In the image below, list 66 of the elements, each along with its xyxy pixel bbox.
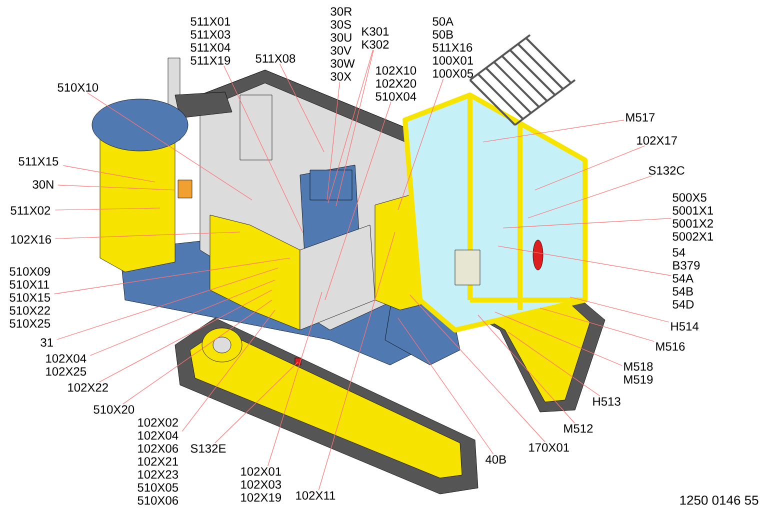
leader-line xyxy=(398,78,444,210)
callout-label: 102X11 xyxy=(296,491,336,500)
leader-line xyxy=(498,246,672,276)
callout-label: H513 xyxy=(593,397,620,406)
leader-line xyxy=(528,176,652,218)
callout-label: 102X10 102X20 510X04 xyxy=(376,66,416,101)
leader-line xyxy=(318,232,396,490)
leader-line xyxy=(214,362,298,444)
callout-label: 54 B379 54A 54B 54D xyxy=(672,248,700,309)
leader-line xyxy=(99,290,272,382)
callout-label: 511X08 xyxy=(256,54,296,63)
leader-line xyxy=(62,165,156,182)
drawing-number: 1250 0146 55 xyxy=(680,496,758,505)
leader-line xyxy=(336,50,374,206)
callout-label: 500X5 5001X1 5001X2 5002X1 xyxy=(672,193,713,241)
callout-label: 40B xyxy=(486,455,506,464)
callout-label: 510X20 xyxy=(94,405,134,414)
leader-line xyxy=(398,318,494,454)
leader-line xyxy=(508,332,600,396)
callout-label: K301 K302 xyxy=(362,27,389,49)
leader-line xyxy=(87,92,252,200)
callout-label: 102X17 xyxy=(637,136,677,145)
callout-label: M518 M519 xyxy=(624,362,653,384)
leader-line xyxy=(182,310,276,432)
callout-label: 511X01 511X03 511X04 511X19 xyxy=(190,17,230,65)
callout-label: 30R 30S 30U 30V 30W 30X xyxy=(330,7,355,81)
callout-label: 50A 50B 511X16 100X01 100X05 xyxy=(432,17,474,78)
leader-line xyxy=(328,50,374,204)
callout-label: 102X04 102X25 xyxy=(46,354,86,376)
callout-label: 510X10 xyxy=(58,83,98,92)
callout-label: H514 xyxy=(671,322,699,331)
callout-label: 102X01 102X03 102X19 xyxy=(241,467,282,502)
leader-line xyxy=(90,280,276,356)
leader-line xyxy=(280,64,324,152)
callout-label: 511X15 xyxy=(18,157,58,166)
callout-label: 510X09 510X11 510X15 510X22 510X25 xyxy=(10,267,50,328)
leader-line xyxy=(54,208,160,210)
callout-label: M516 xyxy=(656,342,685,351)
callout-label: 511X02 xyxy=(10,206,50,215)
leader-line xyxy=(326,82,340,200)
leader-line xyxy=(54,232,240,239)
callout-label: S132C xyxy=(648,166,684,175)
leader-line xyxy=(224,66,304,234)
callout-label: 102X02 102X04 102X06 102X21 102X23 510X05 510X06 xyxy=(138,418,178,505)
callout-label: 102X16 xyxy=(11,235,52,244)
leader-line xyxy=(58,184,176,190)
leader-line xyxy=(494,312,622,366)
leader-line xyxy=(122,300,272,404)
leader-line xyxy=(540,308,654,342)
leader-line xyxy=(482,120,624,142)
leader-line xyxy=(54,258,290,294)
callout-label: 102X22 xyxy=(68,383,108,392)
callout-label: 170X01 xyxy=(529,443,569,452)
leader-line xyxy=(570,296,670,322)
callout-label: M512 xyxy=(564,424,593,433)
callout-label: 31 xyxy=(40,338,53,347)
leader-line xyxy=(534,146,645,190)
leader-line xyxy=(478,314,575,424)
callout-label: S132E xyxy=(190,444,226,453)
leader-line xyxy=(324,102,392,300)
callout-label: 30N xyxy=(32,180,54,189)
leader-line xyxy=(410,294,546,442)
callout-label: M517 xyxy=(626,113,655,122)
leader-line xyxy=(268,292,322,466)
leader-line xyxy=(56,268,278,340)
leader-line xyxy=(502,218,672,228)
